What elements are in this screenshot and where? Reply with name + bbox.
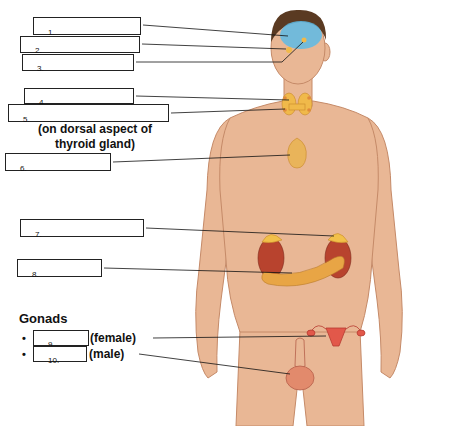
leader-lines (104, 25, 334, 374)
answer-box: 10. (33, 346, 87, 362)
thyroid-gland (282, 93, 312, 115)
brain (280, 21, 322, 49)
callout-number: 7. (35, 230, 42, 240)
gonad-label: (female) (90, 331, 152, 346)
pituitary-gland (286, 47, 292, 53)
answer-box: 3. (22, 54, 134, 71)
answer-box: 6. (5, 153, 111, 171)
male-genitals (286, 338, 314, 390)
bullet: • (22, 331, 32, 346)
answer-box: 1. (33, 17, 141, 35)
answer-box: 8. (17, 259, 102, 277)
body-figure (196, 12, 403, 426)
pancreas (262, 256, 345, 286)
gonad-label: (male) (89, 347, 139, 362)
callout-number: 5. (23, 115, 30, 125)
thymus (288, 138, 307, 168)
callout-number: 8. (32, 270, 39, 280)
note-text: (on dorsal aspect of thyroid gland) (30, 122, 160, 152)
callout-number: 6. (20, 164, 27, 174)
callout-number: 10. (48, 356, 59, 366)
answer-box: 4. (24, 88, 134, 104)
answer-box: 5. (8, 104, 169, 122)
answer-box: 2. (20, 36, 140, 53)
pineal-gland (302, 38, 307, 43)
parathyroid-glands (283, 96, 311, 112)
bullet: • (22, 347, 32, 362)
callout-number: 3. (37, 64, 44, 74)
group-heading: Gonads (19, 311, 89, 326)
answer-box: 9. (33, 330, 89, 346)
answer-box: 7. (20, 219, 144, 237)
